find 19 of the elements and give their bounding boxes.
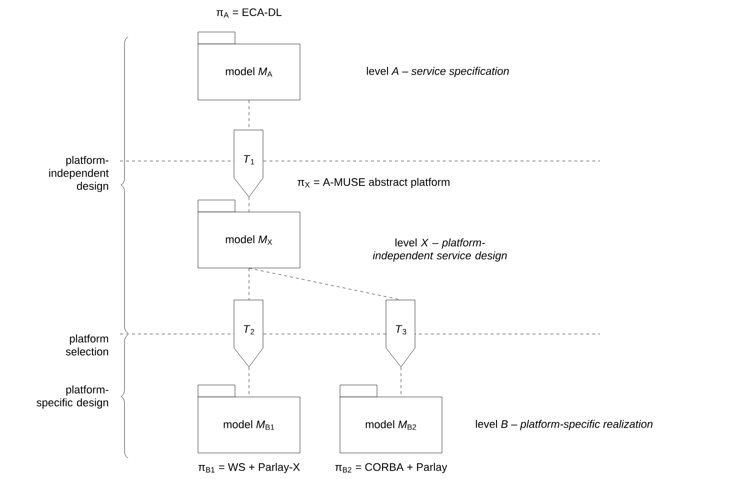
connector-line xyxy=(248,197,250,212)
package-box: model M$_{B2}$ xyxy=(340,384,442,454)
package-box: model M$_{B1}$ xyxy=(198,384,300,454)
text-label: level B – platform-specific realization xyxy=(476,420,653,430)
text-label: level X – platform-independent service design xyxy=(372,238,507,262)
connector-line xyxy=(248,268,250,300)
text-label: platform-specific design xyxy=(36,385,108,409)
text-label: platform-independent design xyxy=(49,156,109,192)
platform-label: π$_{B2}$ = CORBA + Parlay xyxy=(335,462,448,474)
platform-label: π$_{B1}$ = WS + Parlay-X xyxy=(198,462,300,474)
platform-label: π$_{X}$ = A-MUSE abstract platform xyxy=(298,178,450,188)
package-box: model M$_{A}$ xyxy=(198,32,300,100)
platform-label: π$_{A}$ = ECA-DL xyxy=(216,8,282,18)
connector-line xyxy=(400,367,402,397)
package-box: model M$_{X}$ xyxy=(198,200,300,268)
connector-line xyxy=(248,100,250,130)
connector-line xyxy=(248,367,250,397)
text-label: level A – service specification xyxy=(366,66,509,78)
text-label: platform selection xyxy=(66,334,108,356)
